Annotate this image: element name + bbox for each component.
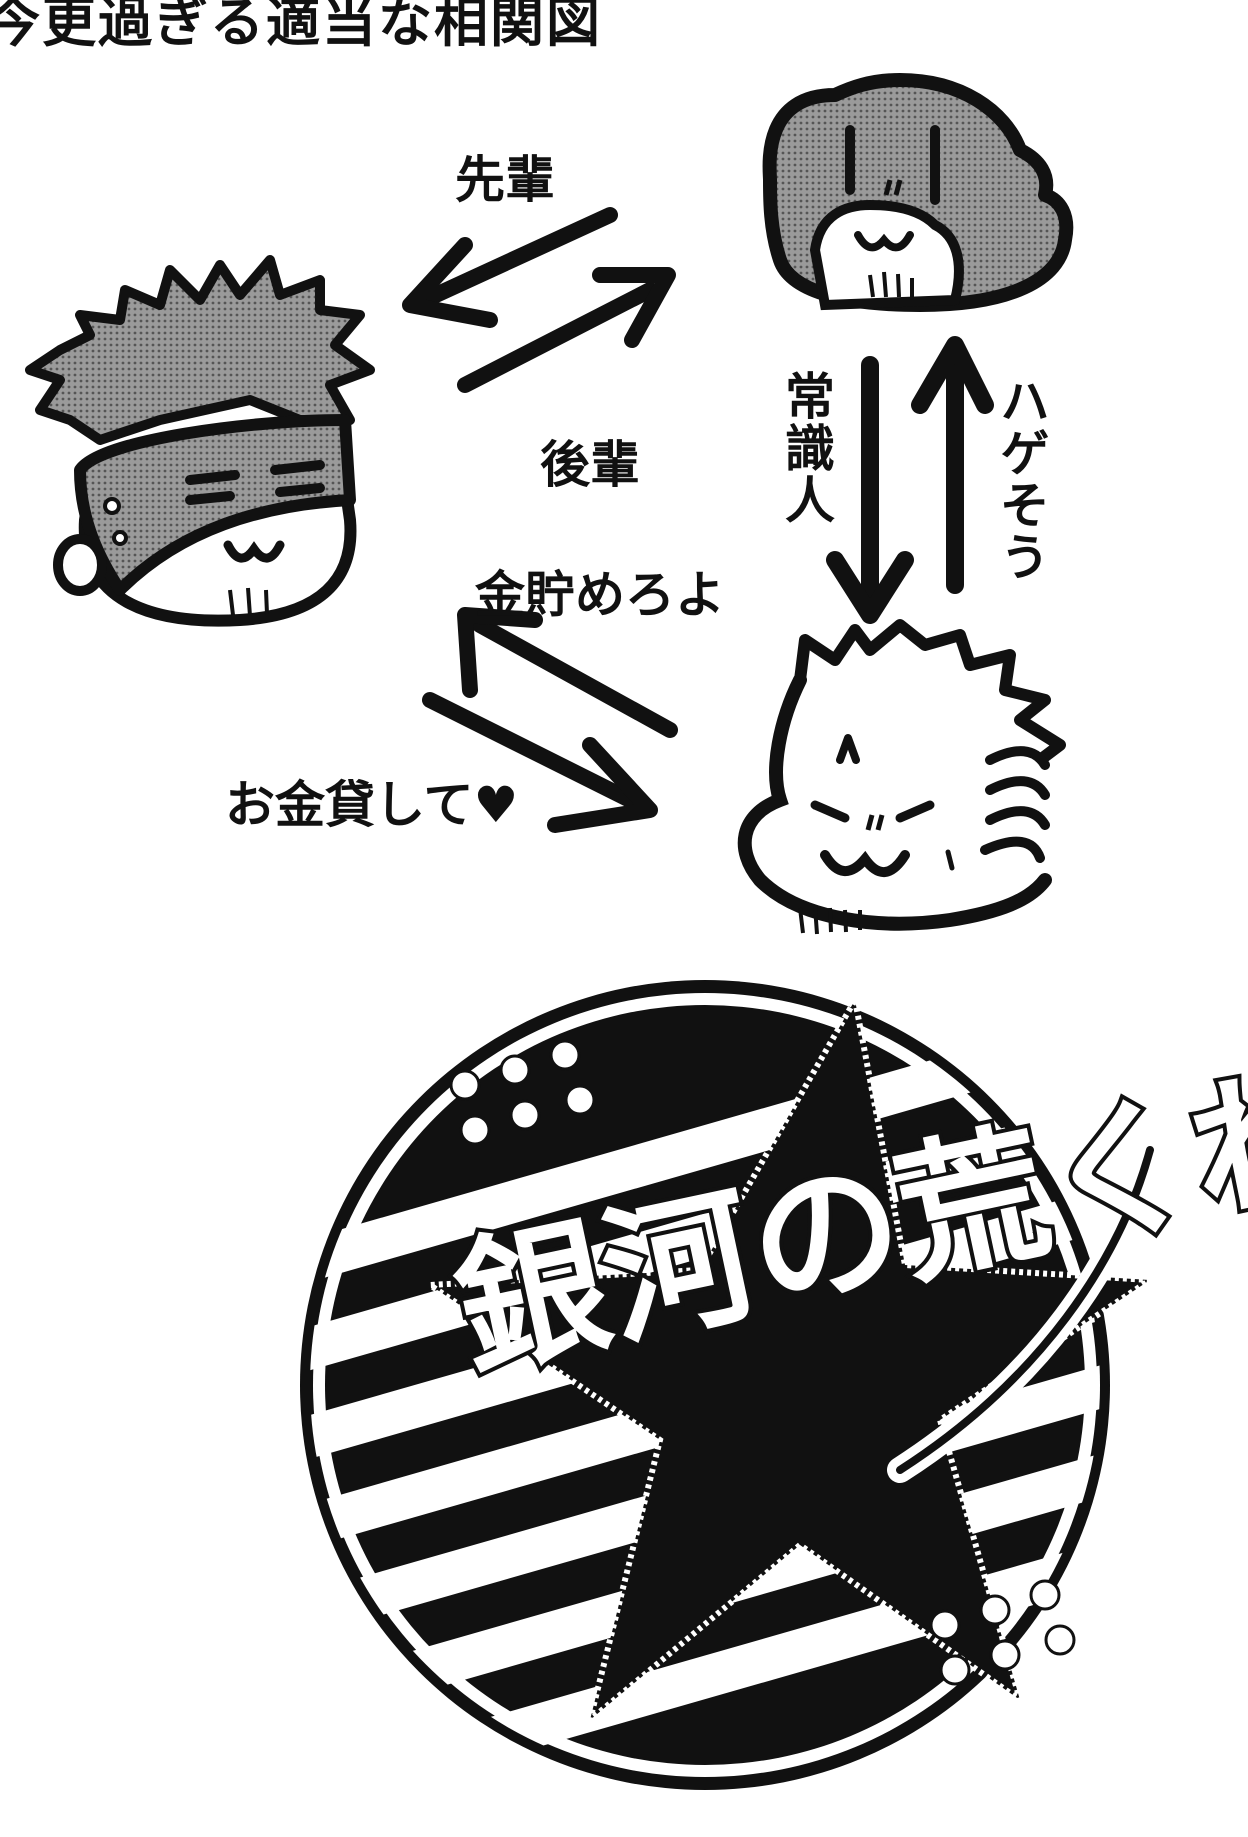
label-okane-kashite: お金貸して♥ xyxy=(225,776,519,834)
arrow-senpai-head xyxy=(402,237,498,328)
bald-character xyxy=(762,73,1074,312)
arrow-joushiki-head xyxy=(826,551,914,624)
label-hagesou: ハゲそう xyxy=(992,375,1050,583)
label-kouhai: 後輩 xyxy=(540,436,640,494)
arrow-kouhai-shaft xyxy=(457,282,658,393)
arrow-kouhai-head xyxy=(592,267,676,348)
label-senpai: 先輩 xyxy=(455,151,555,209)
label-kane-tamero: 金貯めろよ xyxy=(475,566,725,624)
arrow-kashite-head xyxy=(547,737,658,833)
label-joushikijin: 常識人 xyxy=(777,370,835,526)
page-title: 今更過ぎる適当な相関図 xyxy=(0,0,602,54)
bandana-character xyxy=(25,255,375,627)
dot-cluster-top xyxy=(449,1039,596,1146)
arrow-kashite-shaft xyxy=(422,692,638,808)
arrow-tamero-shaft xyxy=(472,617,678,738)
arrow-tamero-head xyxy=(457,607,543,698)
arrow-senpai-shaft xyxy=(417,207,618,308)
arrow-hage-head xyxy=(911,336,994,414)
dot-cluster-bottom xyxy=(929,1579,1076,1686)
arrows xyxy=(402,207,994,833)
logo-emblem xyxy=(300,980,1163,1790)
star-shape xyxy=(420,991,1160,1729)
spiky-character xyxy=(737,619,1066,935)
